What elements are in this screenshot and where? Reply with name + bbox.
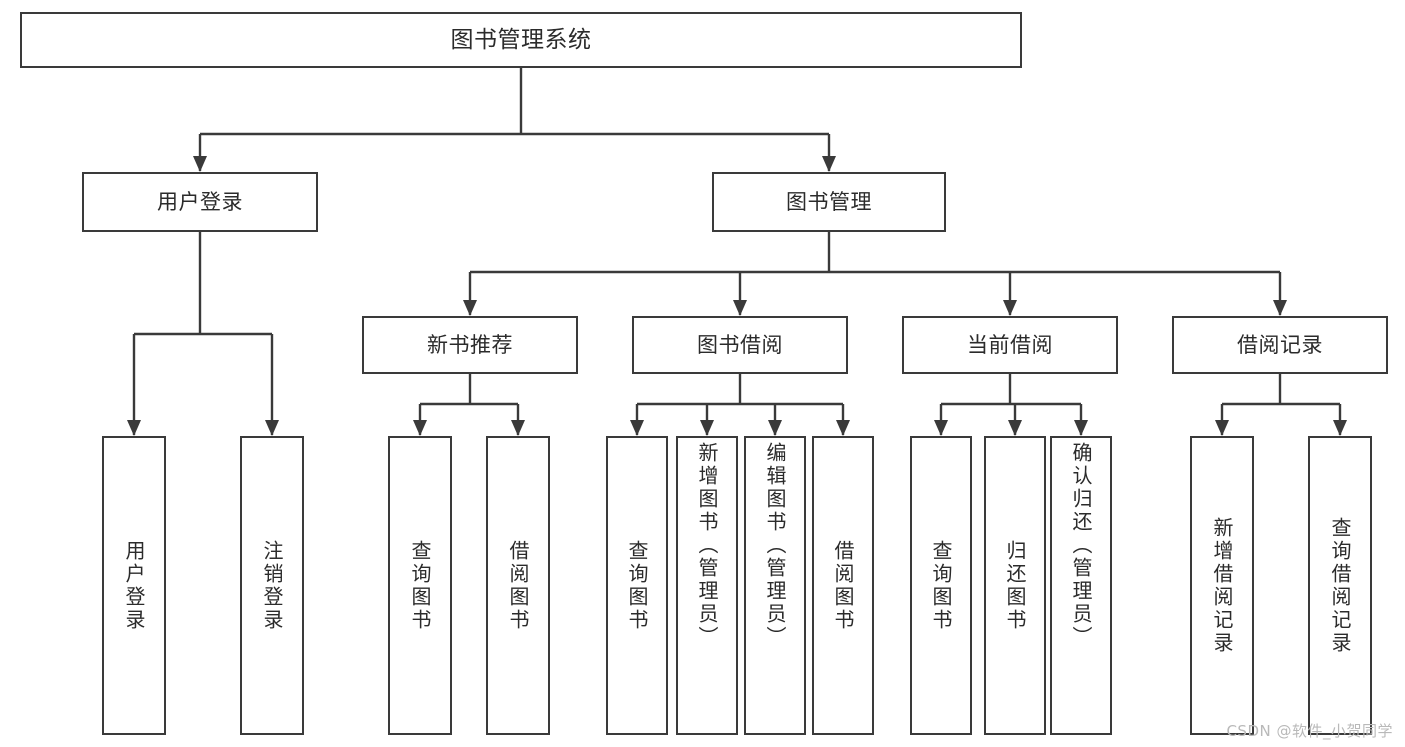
arrowhead-leaf-rec-borrow: [511, 420, 525, 436]
node-leaf-user-login[interactable]: 用户登录: [102, 436, 166, 735]
node-label-leaf-cur-return: 归还图书: [1003, 539, 1027, 632]
node-label-leaf-user-login: 用户登录: [122, 539, 146, 632]
node-leaf-borrow-add[interactable]: 新增图书（管理员）: [676, 436, 738, 735]
arrowhead-new-book-rec: [463, 300, 477, 316]
node-label-leaf-cur-query: 查询图书: [929, 539, 953, 632]
node-leaf-rec-query[interactable]: 查询图书: [388, 436, 452, 735]
node-label-leaf-cur-confirm: 确认归还（管理员）: [1069, 442, 1093, 649]
arrowhead-leaf-borrow-add: [700, 420, 714, 436]
node-leaf-rec-borrow[interactable]: 借阅图书: [486, 436, 550, 735]
arrowhead-leaf-rec-add: [1215, 420, 1229, 436]
node-label-leaf-borrow-query: 查询图书: [625, 539, 649, 632]
arrowhead-leaf-borrow-edit: [768, 420, 782, 436]
arrowhead-borrow-record: [1273, 300, 1287, 316]
node-label-leaf-user-logout: 注销登录: [260, 539, 284, 632]
node-leaf-cur-confirm[interactable]: 确认归还（管理员）: [1050, 436, 1112, 735]
node-root[interactable]: 图书管理系统: [20, 12, 1022, 68]
node-leaf-borrow-query[interactable]: 查询图书: [606, 436, 668, 735]
node-label-book-manage: 图书管理: [786, 189, 872, 214]
node-label-new-book-rec: 新书推荐: [427, 332, 513, 357]
node-label-leaf-rec-borrow: 借阅图书: [506, 539, 530, 632]
arrowhead-leaf-user-login: [127, 420, 141, 436]
node-label-current-borrow: 当前借阅: [967, 332, 1053, 357]
node-leaf-rec-query2[interactable]: 查询借阅记录: [1308, 436, 1372, 735]
arrowhead-leaf-cur-query: [934, 420, 948, 436]
arrowhead-leaf-rec-query2: [1333, 420, 1347, 436]
node-leaf-borrow-lend[interactable]: 借阅图书: [812, 436, 874, 735]
node-leaf-rec-add[interactable]: 新增借阅记录: [1190, 436, 1254, 735]
watermark: CSDN @软件_小贺同学: [1226, 722, 1393, 740]
node-leaf-cur-query[interactable]: 查询图书: [910, 436, 972, 735]
node-label-user-login: 用户登录: [157, 189, 243, 214]
node-user-login[interactable]: 用户登录: [82, 172, 318, 232]
arrowhead-book-borrow: [733, 300, 747, 316]
node-label-book-borrow: 图书借阅: [697, 332, 783, 357]
arrowhead-user-login: [193, 156, 207, 172]
node-book-borrow[interactable]: 图书借阅: [632, 316, 848, 374]
node-leaf-cur-return[interactable]: 归还图书: [984, 436, 1046, 735]
node-new-book-rec[interactable]: 新书推荐: [362, 316, 578, 374]
arrowhead-book-manage: [822, 156, 836, 172]
node-label-root: 图书管理系统: [450, 26, 592, 53]
node-label-borrow-record: 借阅记录: [1237, 332, 1323, 357]
node-label-leaf-borrow-edit: 编辑图书（管理员）: [763, 442, 787, 649]
node-current-borrow[interactable]: 当前借阅: [902, 316, 1118, 374]
node-leaf-borrow-edit[interactable]: 编辑图书（管理员）: [744, 436, 806, 735]
arrowhead-leaf-cur-return: [1008, 420, 1022, 436]
arrowhead-leaf-user-logout: [265, 420, 279, 436]
arrowhead-leaf-cur-confirm: [1074, 420, 1088, 436]
node-label-leaf-rec-add: 新增借阅记录: [1210, 516, 1234, 655]
arrowhead-leaf-rec-query: [413, 420, 427, 436]
arrowhead-leaf-borrow-query: [630, 420, 644, 436]
node-label-leaf-borrow-lend: 借阅图书: [831, 539, 855, 632]
arrowhead-current-borrow: [1003, 300, 1017, 316]
node-label-leaf-rec-query2: 查询借阅记录: [1328, 516, 1352, 655]
node-book-manage[interactable]: 图书管理: [712, 172, 946, 232]
arrowhead-leaf-borrow-lend: [836, 420, 850, 436]
node-leaf-user-logout[interactable]: 注销登录: [240, 436, 304, 735]
node-borrow-record[interactable]: 借阅记录: [1172, 316, 1388, 374]
node-label-leaf-borrow-add: 新增图书（管理员）: [695, 442, 719, 649]
node-label-leaf-rec-query: 查询图书: [408, 539, 432, 632]
